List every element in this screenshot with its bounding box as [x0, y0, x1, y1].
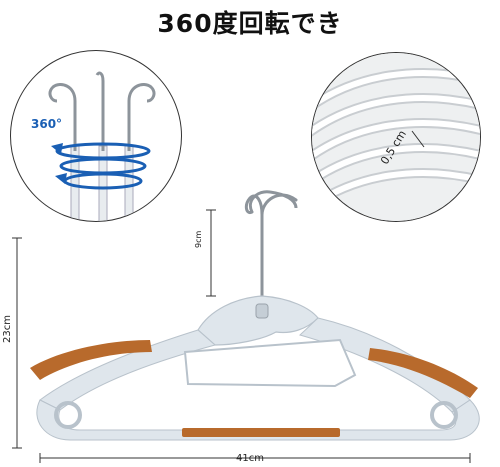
height-label: 23cm	[2, 315, 13, 343]
surface-closeup	[311, 52, 481, 222]
rotation-badge: 360°	[31, 117, 63, 131]
hook-height-label: 9cm	[194, 230, 203, 248]
page-title: 360度回転でき	[157, 9, 343, 38]
width-label: 41cm	[236, 453, 264, 464]
hanger-surface-closeup-icon	[312, 53, 480, 221]
rotating-hook-closeup-icon	[48, 71, 156, 221]
hook-rotation-closeup: 360°	[10, 50, 182, 222]
